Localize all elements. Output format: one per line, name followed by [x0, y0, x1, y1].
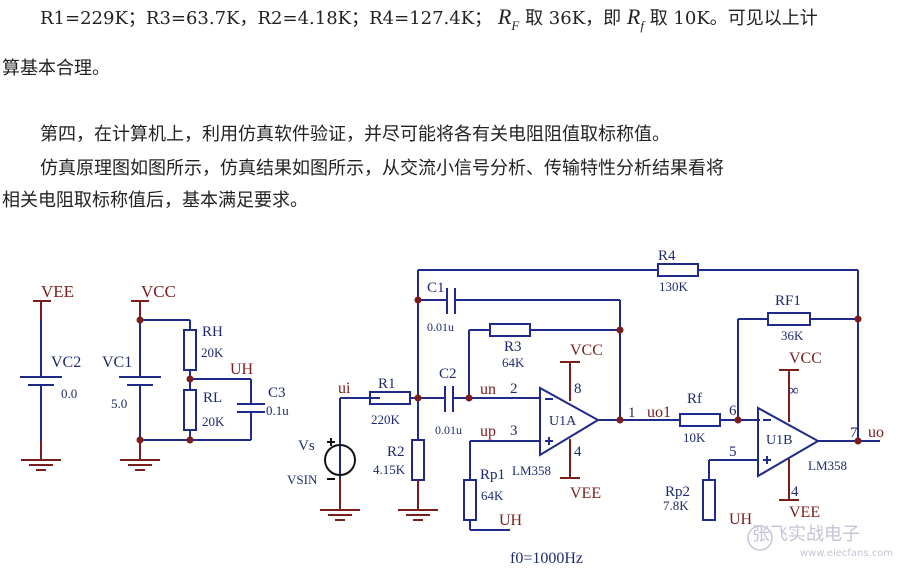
rp1-name: Rp1: [480, 467, 505, 483]
u1b-vee-label: VEE: [789, 504, 820, 521]
uo1-net-label: uo1: [647, 404, 671, 421]
vc2-source: [20, 300, 62, 460]
vs-sine-source: [324, 397, 380, 510]
rl-name: RL: [203, 390, 222, 406]
frequency-label: f0=1000Hz: [510, 550, 583, 567]
vc1-value: 5.0: [111, 396, 127, 411]
c2-name: C2: [439, 366, 457, 382]
u1b-vcc-label: VCC: [789, 350, 822, 367]
vc2-name: VC2: [51, 354, 81, 371]
ground-symbol: [21, 459, 61, 471]
resistor-rp1: [463, 479, 477, 521]
paragraph-simulation-line1: 仿真原理图如图所示，仿真结果如图所示，从交流小信号分析、传输特性分析结果看将: [40, 158, 724, 179]
r4-name: R4: [658, 248, 676, 264]
rf-value: 10K: [683, 430, 706, 445]
ground-symbol: [398, 509, 438, 521]
rf2-symbol: Rf: [626, 4, 644, 34]
paragraph-simulation-line2: 相关电阻取标称值后，基本满足要求。: [2, 190, 308, 211]
vc2-value: 0.0: [61, 386, 77, 401]
r2-value: 4.15K: [373, 462, 406, 477]
rf2-take-text: 取 10K。可见以上计: [649, 8, 818, 29]
rl-value: 20K: [202, 414, 225, 429]
opamp-u1b: [757, 406, 821, 478]
resistor-rf: [679, 413, 721, 427]
u1b-pin-8: ∞: [788, 383, 799, 399]
vs-name: Vs: [298, 438, 315, 454]
r4-value: 130K: [659, 279, 689, 294]
u1a-pin-4: 4: [574, 444, 582, 460]
uo-net-label: uo: [868, 424, 884, 441]
rp1-value: 64K: [481, 488, 504, 503]
watermark: 张飞实战电子 www.elecfans.com: [747, 524, 893, 559]
vs-type: VSIN: [287, 472, 318, 487]
resistor-r4: [657, 263, 699, 277]
watermark-url: www.elecfans.com: [800, 548, 893, 559]
un-net-label: un: [480, 381, 496, 398]
r1-value: 220K: [371, 412, 401, 427]
ground-symbol: [120, 459, 160, 471]
resistor-values-text: R1=229K；R3=63.7K，R2=4.18K；R4=127.4K；: [40, 8, 493, 29]
rp1-uh-label: UH: [499, 512, 523, 529]
c1-name: C1: [427, 280, 445, 296]
u1b-pin-4: 4: [791, 484, 799, 500]
rp2-uh-label: UH: [729, 511, 753, 528]
r3-value: 64K: [502, 355, 525, 370]
u1a-pin-1: 1: [628, 405, 636, 421]
u1b-part: LM358: [808, 458, 847, 473]
resistor-rp2: [702, 479, 716, 521]
u1a-pin-2: 2: [510, 381, 518, 397]
u1a-pin-3: 3: [510, 423, 518, 439]
up-net-label: up: [480, 423, 496, 440]
resistor-r3: [489, 323, 531, 337]
resistor-rl: [183, 389, 197, 431]
text-line-2: 算基本合理。: [2, 58, 110, 79]
watermark-text: 张飞实战电子: [752, 524, 860, 545]
r2-name: R2: [387, 444, 405, 460]
c3-value: 0.1u: [266, 403, 289, 418]
rp2-name: Rp2: [665, 484, 690, 500]
ground-symbol: [320, 509, 360, 521]
resistor-r2: [411, 439, 425, 481]
rf-name: Rf: [687, 391, 702, 407]
u1b-pin-5: 5: [729, 444, 737, 460]
r3-name: R3: [504, 339, 522, 355]
rf-symbol: RF: [497, 4, 520, 34]
r1-name: R1: [378, 376, 396, 392]
rh-value: 20K: [201, 345, 224, 360]
u1a-pin-8: 8: [574, 381, 582, 397]
vcc-label: VCC: [141, 282, 176, 301]
c2-value: 0.01u: [435, 423, 462, 437]
paragraph-step-four: 第四，在计算机上，利用仿真软件验证，并尽可能将各有关电阻阻值取标称值。: [40, 124, 670, 145]
junction-dots: [136, 296, 862, 445]
u1a-vcc-label: VCC: [570, 342, 603, 359]
u1a-vee-label: VEE: [570, 485, 601, 502]
resistor-rh: [183, 329, 197, 371]
rf1-value: 36K: [781, 328, 804, 343]
wechat-icon: [747, 525, 773, 551]
resistor-rf1: [767, 312, 811, 326]
u1b-name: U1B: [766, 433, 792, 448]
u1b-pin-7: 7: [850, 425, 858, 441]
text-line-1: R1=229K；R3=63.7K，R2=4.18K；R4=127.4K； RF …: [40, 6, 818, 37]
rf-take-text: 取 36K，即: [525, 8, 622, 29]
u1a-part: LM358: [512, 463, 551, 478]
u1b-pin-6: 6: [729, 403, 737, 419]
c3-name: C3: [268, 385, 286, 401]
rf1-name: RF1: [775, 293, 801, 309]
rp2-value: 7.8K: [663, 498, 689, 513]
vc1-name: VC1: [102, 354, 132, 371]
u1a-name: U1A: [549, 414, 577, 429]
rh-name: RH: [202, 324, 223, 340]
opamp-u1a: [539, 386, 600, 457]
c1-value: 0.01u: [427, 320, 454, 334]
ui-net-label: ui: [338, 380, 351, 397]
vee-label: VEE: [41, 282, 74, 301]
uh-net-label: UH: [230, 361, 254, 378]
vc1-source: [119, 300, 161, 460]
